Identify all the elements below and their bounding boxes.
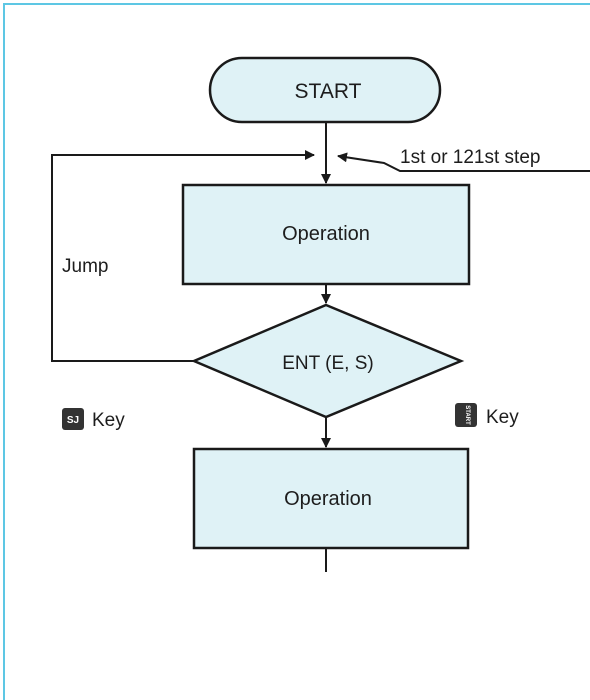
entry-line	[337, 152, 590, 172]
sj-key-cap: SJ	[67, 415, 79, 426]
operation-box-1	[181, 183, 471, 286]
outer-frame	[3, 3, 590, 700]
operation-box-2	[192, 447, 470, 550]
operation-label-1: Operation	[282, 223, 370, 245]
start-key-cap: START	[464, 405, 470, 425]
jump-loop-line	[51, 150, 315, 362]
entry-note-label: 1st or 121st step	[400, 147, 540, 168]
operation-label-2: Operation	[284, 488, 372, 510]
start-key-word: Key	[486, 407, 519, 428]
decision-label: ENT (E, S)	[282, 353, 374, 374]
jump-label: Jump	[62, 256, 108, 277]
start-key-icon: START	[455, 403, 477, 427]
sj-key-icon: SJ	[62, 408, 84, 430]
sj-key-word: Key	[92, 410, 125, 431]
start-label: START	[295, 80, 362, 103]
